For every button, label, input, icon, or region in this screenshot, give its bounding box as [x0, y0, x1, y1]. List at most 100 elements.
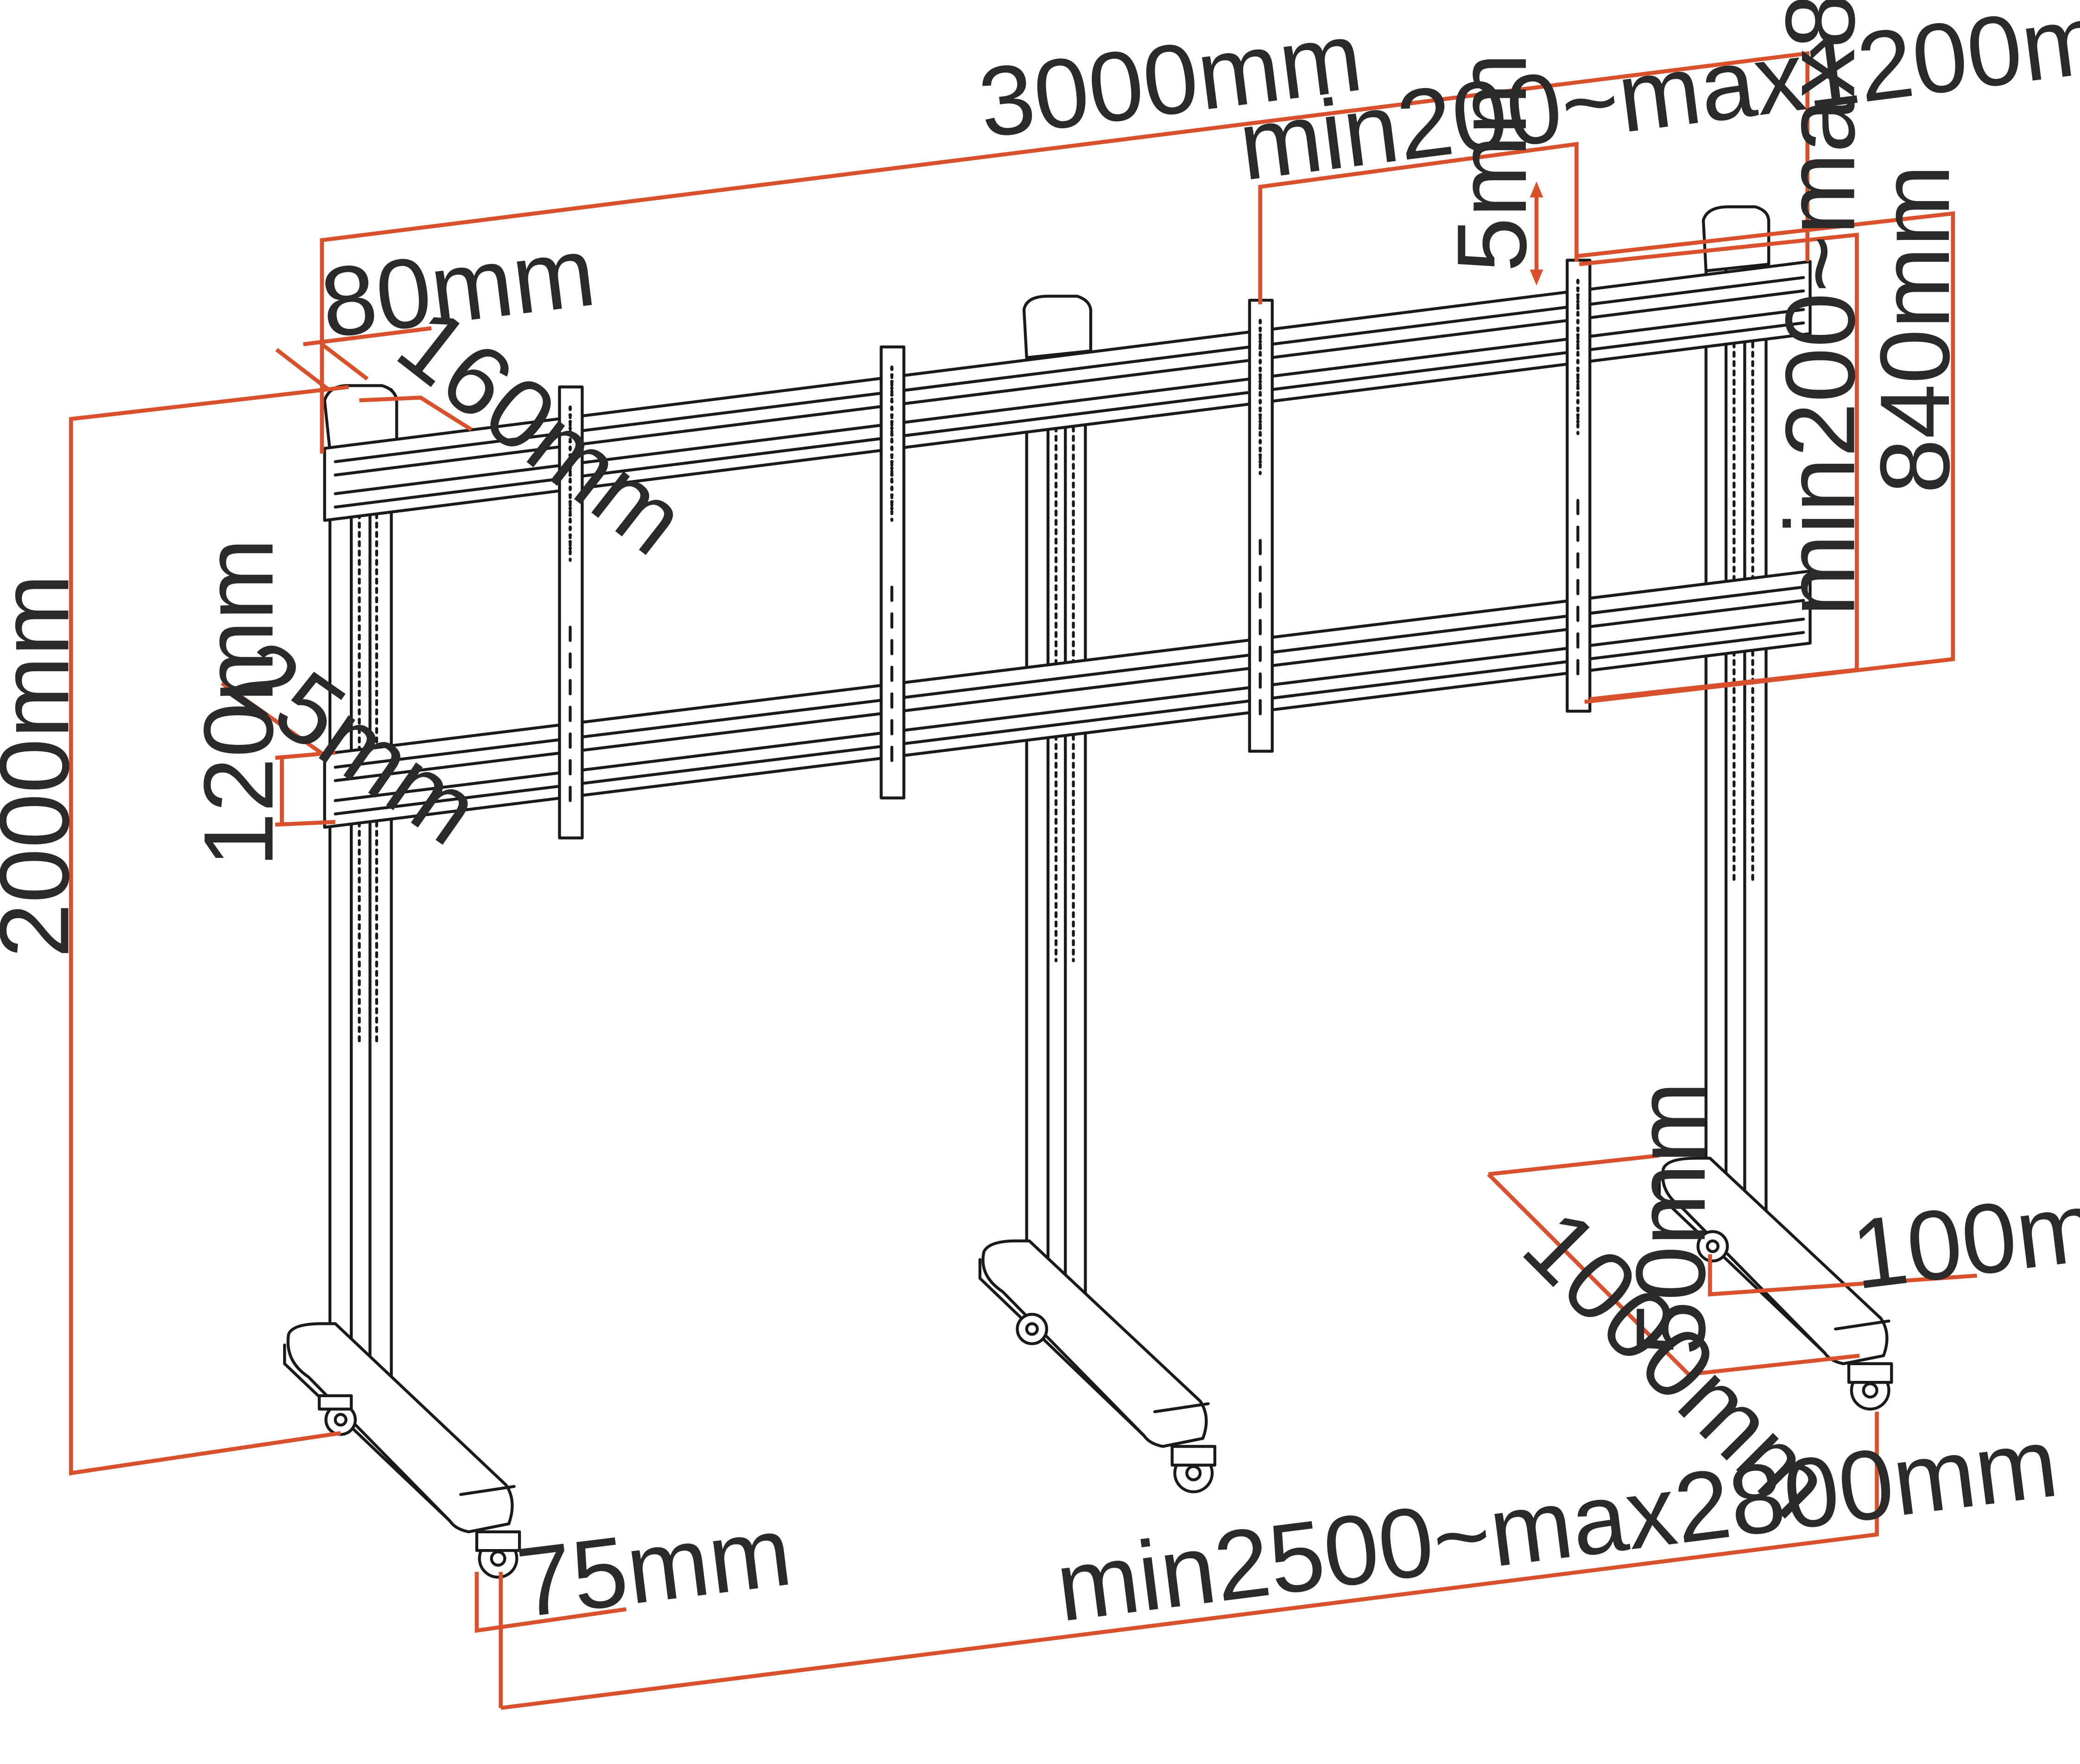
mount-hole: [1576, 293, 1580, 297]
vesa-bracket-2: [879, 345, 905, 800]
mount-hole: [1258, 426, 1262, 430]
mount-hole: [1576, 400, 1580, 403]
mount-hole: [1576, 406, 1580, 410]
mount-hole: [890, 440, 894, 444]
mount-hole: [1576, 353, 1580, 357]
mount-hole: [568, 433, 572, 437]
caster-offset-label: 75mm: [511, 1495, 797, 1638]
mount-hole: [1576, 413, 1580, 417]
center-caster-rear: [1016, 1313, 1049, 1345]
mount-hole: [1258, 380, 1262, 384]
mount-hole: [1258, 373, 1262, 377]
mount-hole: [568, 440, 572, 444]
mount-hole: [1258, 420, 1262, 423]
mount-hole: [890, 380, 894, 384]
right-caster-front: [1847, 1362, 1893, 1411]
mount-hole: [1258, 460, 1262, 464]
mount-hole: [568, 426, 572, 430]
base-width-label: 100mm: [1846, 1160, 2080, 1310]
mount-hole: [890, 453, 894, 457]
mount-hole: [890, 406, 894, 410]
mount-hole: [1576, 280, 1580, 284]
mount-hole: [1258, 413, 1262, 417]
left-post: [323, 384, 398, 1383]
dimension-lines: [69, 51, 1977, 1710]
vesa-bracket-1: [558, 385, 584, 840]
mount-hole: [1576, 326, 1580, 330]
mount-hole: [1258, 433, 1262, 437]
mount-hole: [1576, 366, 1580, 370]
left-caster-front: [475, 1530, 521, 1579]
mount-hole: [1258, 440, 1262, 444]
vesa-bracket-4: [1566, 258, 1592, 713]
mount-hole: [1576, 320, 1580, 323]
center-base: [978, 1239, 1210, 1448]
left-base: [283, 1322, 516, 1533]
right-caster-rear: [1696, 1230, 1729, 1263]
mount-hole: [890, 400, 894, 403]
mount-hole: [568, 460, 572, 464]
mount-hole: [568, 526, 572, 530]
mount-hole: [890, 420, 894, 423]
fine-adjust-arrows: [1530, 181, 1543, 286]
mount-hole: [890, 480, 894, 484]
mount-hole: [568, 520, 572, 524]
mount-hole: [568, 506, 572, 510]
mount-hole: [568, 466, 572, 470]
mount-hole: [890, 413, 894, 417]
mount-hole: [568, 453, 572, 457]
mount-hole: [890, 473, 894, 477]
mount-hole: [1258, 326, 1262, 330]
mount-hole: [1576, 286, 1580, 290]
mount-hole: [1258, 453, 1262, 457]
mount-hole: [1258, 320, 1262, 323]
mount-hole: [890, 506, 894, 510]
rail-span-label: 840mm: [1860, 164, 1970, 494]
mount-hole: [1576, 393, 1580, 397]
mount-hole: [568, 480, 572, 484]
video-wall-stand: [283, 205, 1893, 1579]
center-post: [1022, 295, 1093, 1303]
mount-hole: [890, 460, 894, 464]
mount-hole: [1576, 420, 1580, 423]
mount-hole: [1258, 340, 1262, 344]
mount-hole: [568, 486, 572, 491]
mount-hole: [1576, 380, 1580, 384]
left-caster-rear: [317, 1394, 357, 1436]
mount-hole: [1258, 333, 1262, 337]
vesa-vertical-label: min200~max800mm: [1765, 0, 1876, 617]
center-caster-front: [1170, 1445, 1217, 1493]
mount-hole: [1258, 393, 1262, 397]
mount-hole: [890, 373, 894, 377]
mount-hole: [1258, 366, 1262, 370]
mount-hole: [1258, 406, 1262, 410]
right-base: [1657, 1157, 1890, 1366]
mount-hole: [568, 493, 572, 497]
mount-hole: [1576, 306, 1580, 310]
mount-hole: [568, 406, 572, 410]
mount-hole: [1576, 333, 1580, 337]
mount-hole: [890, 433, 894, 437]
base-height-label: 50mm: [1616, 1081, 1726, 1355]
mount-hole: [1258, 386, 1262, 390]
mount-hole: [890, 386, 894, 390]
mount-hole: [568, 513, 572, 517]
mount-hole: [1576, 373, 1580, 377]
mount-hole: [568, 420, 572, 423]
mount-hole: [1258, 400, 1262, 403]
mount-hole: [568, 500, 572, 504]
mount-hole: [890, 466, 894, 470]
mount-hole: [568, 473, 572, 477]
mount-hole: [890, 393, 894, 397]
mount-hole: [1576, 300, 1580, 303]
mount-hole: [1258, 346, 1262, 350]
mount-hole: [890, 486, 894, 491]
mount-hole: [1576, 313, 1580, 317]
fine-adjust-label: 5mm: [1437, 53, 1547, 272]
mount-hole: [890, 366, 894, 370]
mount-hole: [568, 533, 572, 537]
mount-hole: [890, 426, 894, 430]
mount-hole: [568, 447, 572, 450]
mount-hole: [1258, 353, 1262, 357]
